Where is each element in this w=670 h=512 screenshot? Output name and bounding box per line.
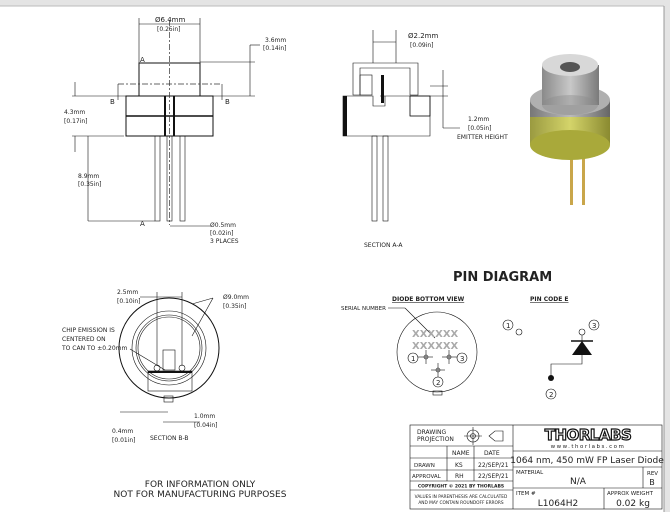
drawn-label: DRAWN (414, 463, 435, 469)
diode-symbol-icon (572, 341, 592, 355)
drawn-date: 22/SEP/21 (478, 462, 509, 469)
dim-base-height-in: [0.17in] (64, 118, 88, 125)
disclaimer-line2: NOT FOR MANUFACTURING PURPOSES (114, 490, 287, 500)
dim-lead-length: 8.9mm (78, 173, 99, 180)
projection-label-2: PROJECTION (417, 436, 454, 443)
date-header: DATE (484, 450, 500, 457)
dim-key-width: 1.0mm (194, 413, 215, 420)
chip-note-line1: CHIP EMISSION IS (62, 327, 115, 334)
pin-code-label: PIN CODE E (530, 296, 569, 303)
section-b-b: 2.5mm [0.10in] Ø9.0mm [0.35in] CHIP EMIS… (61, 289, 249, 444)
pin-3-label: 3 (460, 355, 464, 363)
section-a-marker: A (140, 56, 145, 64)
weight-value: 0.02 kg (616, 499, 650, 509)
dim-key-depth-in: [0.01in] (112, 437, 136, 444)
name-header: NAME (452, 450, 470, 457)
thorlabs-url: www.thorlabs.com (551, 444, 626, 450)
rev-value: B (649, 478, 655, 487)
thorlabs-logo: THORLABS (545, 426, 632, 444)
pin-diagram: PIN DIAGRAM DIODE BOTTOM VIEW PIN CODE E… (341, 270, 600, 400)
dim-chip-width-in: [0.10in] (117, 298, 141, 305)
dim-key-width-in: [0.04in] (194, 422, 218, 429)
dim-emitter-height: 1.2mm (468, 116, 489, 123)
dim-key-depth: 0.4mm (112, 428, 133, 435)
serial-mark: XXXXXX (412, 341, 459, 352)
dim-base-height: 4.3mm (64, 109, 85, 116)
dim-lead-length-in: [0.35in] (78, 181, 102, 188)
approval-date: 22/SEP/21 (478, 473, 509, 480)
section-b-marker: B (225, 98, 230, 106)
values-note-2: AND MAY CONTAIN ROUNDOFF ERRORS (418, 500, 504, 506)
copyright: COPYRIGHT © 2021 BY THORLABS (418, 484, 504, 490)
emitter-height-label: EMITTER HEIGHT (457, 134, 508, 141)
section-a-a-title: SECTION A-A (364, 242, 403, 249)
dim-chip-width: 2.5mm (117, 289, 138, 296)
section-a-marker: A (140, 220, 145, 228)
dim-lead-diameter-in: [0.02in] (210, 230, 234, 237)
dim-window-diameter: Ø2.2mm (408, 32, 438, 40)
pin-2-label: 2 (549, 391, 553, 399)
dim-cap-height-in: [0.14in] (263, 45, 287, 52)
section-b-marker: B (110, 98, 115, 106)
values-note-1: VALUES IN PARENTHESIS ARE CALCULATED (415, 494, 508, 500)
pin-diagram-title: PIN DIAGRAM (453, 270, 552, 285)
bottom-view-label: DIODE BOTTOM VIEW (392, 296, 465, 303)
section-a-a: Ø2.2mm [0.09in] 1.2mm [0.05in] EMITTER H… (342, 30, 508, 249)
projection-label: DRAWING (417, 429, 447, 436)
disclaimer-line1: FOR INFORMATION ONLY (145, 480, 256, 490)
title-block: DRAWING PROJECTION NAME DATE DRAWN KS 22… (409, 424, 664, 510)
pin-3-label: 3 (592, 322, 596, 330)
dim-lead-diameter: Ø0.5mm (210, 222, 236, 229)
dim-window-diameter-in: [0.09in] (410, 42, 434, 49)
item-header: ITEM # (516, 491, 536, 497)
item-number: L1064H2 (538, 499, 578, 509)
serial-number-label: SERIAL NUMBER (341, 306, 386, 312)
dim-lead-count: 3 PLACES (210, 238, 239, 245)
rev-header: REV (647, 471, 658, 477)
material-value: N/A (570, 477, 587, 487)
section-b-b-title: SECTION B-B (150, 435, 189, 442)
third-angle-projection-icon (464, 427, 504, 445)
front-view: Ø6.4mm [0.25in] 3.6mm [0.14in] 4.3mm [0.… (64, 16, 287, 245)
chip-note-line3: TO CAN TO ±0.20mm (61, 345, 128, 352)
pin-2-label: 2 (436, 379, 440, 387)
laser-diode-3d-render (530, 54, 610, 205)
part-description: 1064 nm, 450 mW FP Laser Diode (510, 456, 664, 466)
weight-header: APPROX WEIGHT (607, 491, 654, 497)
pin-1-label: 1 (506, 322, 510, 330)
dim-cap-diameter-in: [0.25in] (157, 26, 181, 33)
serial-mark: XXXXXX (412, 329, 459, 340)
dim-cap-height: 3.6mm (265, 37, 286, 44)
drawn-name: KS (455, 462, 463, 469)
pin-1-label: 1 (411, 355, 415, 363)
dim-can-diameter: Ø9.0mm (223, 294, 249, 301)
dim-can-diameter-in: [0.35in] (223, 303, 247, 310)
chip-note-line2: CENTERED ON (62, 336, 106, 343)
material-header: MATERIAL (516, 470, 544, 476)
dim-cap-diameter: Ø6.4mm (155, 16, 185, 24)
approval-name: RH (455, 473, 464, 480)
approval-label: APPROVAL (412, 474, 442, 480)
dim-emitter-height-in: [0.05in] (468, 125, 492, 132)
